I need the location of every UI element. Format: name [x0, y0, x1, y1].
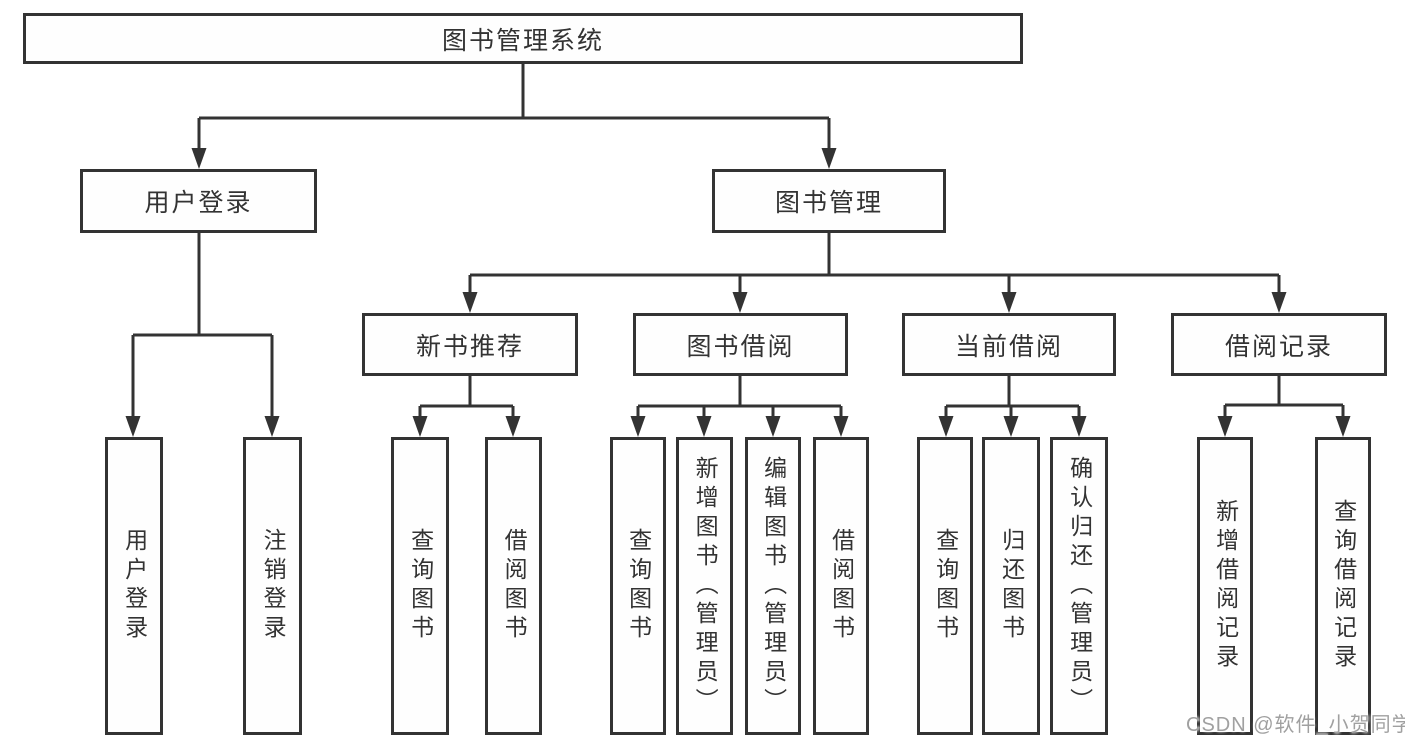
- arrowhead-icon: [821, 148, 837, 169]
- node-label: 图书借阅: [686, 332, 795, 361]
- leaf-borrow-books: 借阅图书: [813, 437, 869, 735]
- connector-mgmt-to-level3: [468, 233, 1281, 294]
- leaf-add-borrow-record: 新增借阅记录: [1197, 437, 1253, 735]
- node-label: 查询图书: [625, 528, 652, 644]
- node-current-borrowing: 当前借阅: [902, 313, 1116, 376]
- node-label: 新增图书（管理员）: [692, 455, 719, 717]
- node-label: 新增借阅记录: [1212, 499, 1239, 673]
- node-label: 确认归还（管理员）: [1066, 455, 1093, 717]
- node-label: 当前借阅: [954, 332, 1063, 361]
- node-label: 借阅记录: [1224, 332, 1333, 361]
- arrowhead-icon: [191, 148, 207, 169]
- node-label: 归还图书: [998, 528, 1025, 644]
- leaf-borrow-books-recommend: 借阅图书: [485, 437, 542, 735]
- node-label: 注销登录: [260, 528, 287, 644]
- leaf-add-book-admin: 新增图书（管理员）: [676, 437, 733, 735]
- arrowhead-icon: [732, 292, 748, 313]
- arrowhead-icon: [125, 416, 141, 437]
- leaf-edit-book-admin: 编辑图书（管理员）: [745, 437, 801, 735]
- connector-root-to-level2: [197, 63, 831, 150]
- connector-current-children: [944, 376, 1081, 418]
- node-label: 查询图书: [407, 528, 434, 644]
- node-label: 查询图书: [932, 528, 959, 644]
- node-label: 用户登录: [121, 528, 148, 644]
- arrowhead-icon: [1001, 292, 1017, 313]
- connector-recommend-children: [418, 376, 515, 418]
- leaf-query-borrow-record: 查询借阅记录: [1315, 437, 1371, 735]
- leaf-return-book: 归还图书: [982, 437, 1040, 735]
- arrowhead-icon: [630, 416, 646, 437]
- node-label: 借阅图书: [501, 528, 528, 644]
- connector-records-children: [1223, 376, 1345, 418]
- leaf-logout: 注销登录: [243, 437, 302, 735]
- node-book-borrowing: 图书借阅: [633, 313, 848, 376]
- arrowhead-icon: [264, 416, 280, 437]
- node-label: 图书管理: [774, 189, 883, 217]
- node-label: 图书管理系统: [441, 26, 604, 55]
- node-label: 新书推荐: [415, 332, 524, 361]
- node-label: 编辑图书（管理员）: [760, 455, 787, 717]
- node-borrowing-records: 借阅记录: [1171, 313, 1387, 376]
- connector-login-children: [131, 233, 274, 418]
- leaf-query-books-recommend: 查询图书: [391, 437, 449, 735]
- node-new-book-recommend: 新书推荐: [362, 313, 578, 376]
- arrowhead-icon: [1335, 416, 1351, 437]
- arrowhead-icon: [462, 292, 478, 313]
- node-root-library-system: 图书管理系统: [23, 13, 1023, 64]
- leaf-confirm-return-admin: 确认归还（管理员）: [1050, 437, 1108, 735]
- arrowhead-icon: [505, 416, 521, 437]
- node-label: 借阅图书: [828, 528, 855, 644]
- arrowhead-icon: [1003, 416, 1019, 437]
- connector-borrow-children: [636, 376, 843, 418]
- arrowhead-icon: [696, 416, 712, 437]
- arrowheads: [125, 148, 1351, 437]
- arrowhead-icon: [412, 416, 428, 437]
- leaf-query-books-borrow: 查询图书: [610, 437, 666, 735]
- leaf-query-books-current: 查询图书: [917, 437, 973, 735]
- arrowhead-icon: [1071, 416, 1087, 437]
- node-book-management: 图书管理: [712, 169, 946, 233]
- node-label: 查询借阅记录: [1330, 499, 1357, 673]
- arrowhead-icon: [938, 416, 954, 437]
- leaf-user-login: 用户登录: [105, 437, 163, 735]
- node-label: 用户登录: [144, 189, 253, 217]
- arrowhead-icon: [765, 416, 781, 437]
- arrowhead-icon: [833, 416, 849, 437]
- node-user-login-branch: 用户登录: [80, 169, 317, 233]
- arrowhead-icon: [1271, 292, 1287, 313]
- watermark: CSDN @软件_小贺同学: [1186, 714, 1405, 736]
- arrowhead-icon: [1217, 416, 1233, 437]
